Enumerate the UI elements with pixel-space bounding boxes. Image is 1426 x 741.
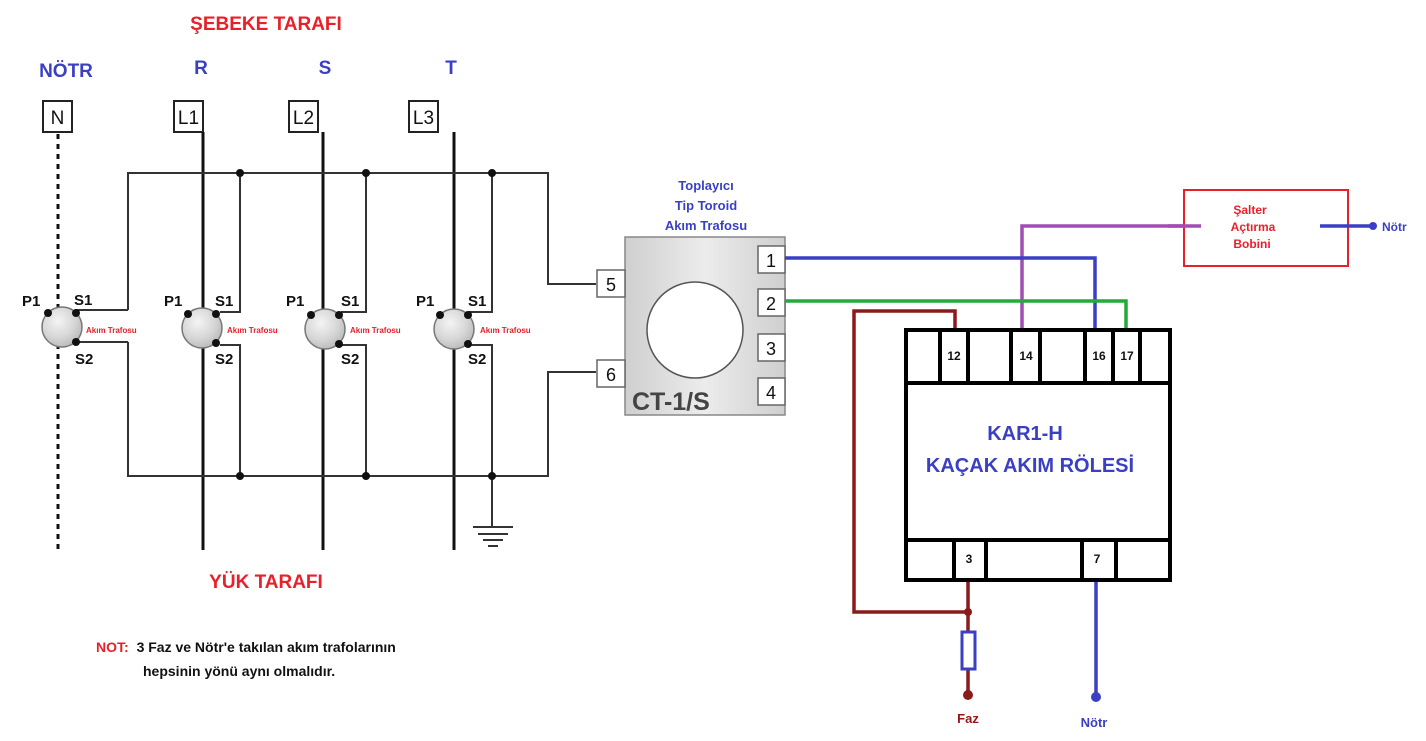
- terminal-l1: L1: [173, 100, 204, 133]
- ct-s2-label: S2: [215, 351, 233, 368]
- leakage-relay: 12 14 16 17 3 7 KAR1-H KAÇAK AKIM RÖLESİ: [904, 328, 1172, 582]
- ct-name-label: Akım Trafosu: [86, 326, 137, 335]
- phase-supply-terminal: [963, 690, 973, 700]
- terminal-l2-label: L2: [293, 108, 314, 129]
- neutral-supply-terminal: [1091, 692, 1101, 702]
- relay-terminal-12: 12: [947, 349, 961, 363]
- top-bus: [127, 172, 596, 310]
- ct-p1-label: P1: [164, 293, 182, 310]
- toroid-terminal-4: 4: [766, 383, 776, 403]
- load-side-title: YÜK TARAFI: [209, 572, 323, 593]
- relay-model-label: KAR1-H: [987, 423, 1063, 445]
- coil-label-line1: Şalter: [1233, 203, 1267, 217]
- ct-s1-label: S1: [74, 292, 92, 309]
- ct-phase-t: P1 S1 S2 Akım Trafosu: [416, 293, 531, 368]
- ct-phase-r: P1 S1 S2 Akım Trafosu: [164, 293, 278, 368]
- ct-name-label: Akım Trafosu: [350, 326, 401, 335]
- toroid-terminal-6: 6: [606, 365, 616, 385]
- ct-neutral: P1 S1 S2 Akım Trafosu: [22, 292, 137, 368]
- ct-body-icon: [433, 308, 475, 350]
- ct-body-icon: [41, 306, 83, 348]
- terminal-l2: L2: [288, 100, 319, 133]
- grid-side-title: ŞEBEKE TARAFI: [190, 14, 342, 35]
- phase-name-s: S: [319, 58, 332, 79]
- ct-s1-label: S1: [215, 293, 233, 310]
- ct-s1-label: S1: [468, 293, 486, 310]
- note-line1: NOT: 3 Faz ve Nötr'e takılan akım trafol…: [96, 639, 396, 655]
- ct-s2-label: S2: [75, 351, 93, 368]
- ct-wire-1-to-16: [785, 256, 1097, 330]
- ct-s2-label: S2: [341, 351, 359, 368]
- breaker-trip-coil: Şalter Açtırma Bobini Nötr: [1168, 189, 1407, 267]
- toroid-ct: Toplayıcı Tip Toroid Akım Trafosu CT-1/S…: [596, 178, 786, 416]
- coil-neutral-label: Nötr: [1382, 220, 1407, 234]
- relay-name-label: KAÇAK AKIM RÖLESİ: [926, 454, 1134, 477]
- toroid-caption-line3: Akım Trafosu: [665, 218, 747, 233]
- ct-name-label: Akım Trafosu: [227, 326, 278, 335]
- neutral-supply-label: Nötr: [1081, 715, 1108, 730]
- toroid-terminal-5: 5: [606, 275, 616, 295]
- ct-s2-label: S2: [468, 351, 486, 368]
- note-prefix: NOT:: [96, 639, 129, 655]
- phase-wire-12: [852, 309, 968, 614]
- coil-label-line3: Bobini: [1233, 237, 1270, 251]
- relay-terminal-14: 14: [1019, 349, 1033, 363]
- toroid-terminal-2: 2: [766, 294, 776, 314]
- relay-terminal-17: 17: [1120, 349, 1134, 363]
- relay-terminal-3: 3: [966, 552, 973, 566]
- ct-name-label: Akım Trafosu: [480, 326, 531, 335]
- phase-name-t: T: [445, 58, 457, 79]
- toroid-caption-line2: Tip Toroid: [675, 198, 737, 213]
- toroid-terminal-1: 1: [766, 251, 776, 271]
- ct-p1-label: P1: [416, 293, 434, 310]
- terminal-l3-label: L3: [413, 108, 434, 129]
- phase-name-neutral: NÖTR: [39, 61, 93, 82]
- ct-p1-label: P1: [286, 293, 304, 310]
- trip-wire-14: [1020, 224, 1190, 330]
- terminal-n: N: [42, 100, 73, 133]
- note-text-line1: 3 Faz ve Nötr'e takılan akım trafolarını…: [137, 639, 396, 655]
- toroid-terminal-3: 3: [766, 339, 776, 359]
- terminal-l1-label: L1: [178, 108, 199, 129]
- toroid-model-label: CT-1/S: [632, 388, 710, 416]
- terminal-n-label: N: [51, 108, 65, 129]
- fuse-icon: [960, 630, 977, 671]
- ground-icon: [473, 526, 513, 547]
- phase-name-r: R: [194, 58, 208, 79]
- note-line2: hepsinin yönü aynı olmalıdır.: [143, 663, 335, 679]
- ct-phase-s: P1 S1 S2 Akım Trafosu: [286, 293, 401, 368]
- phase-supply-label: Faz: [957, 711, 979, 726]
- toroid-hole-icon: [646, 281, 744, 379]
- toroid-caption-line1: Toplayıcı: [678, 178, 733, 193]
- ct-s1-label: S1: [341, 293, 359, 310]
- junction-dots: [236, 169, 496, 480]
- bottom-bus: [127, 342, 596, 477]
- terminal-l3: L3: [408, 100, 439, 133]
- ct-secondary-wiring: [75, 172, 596, 527]
- relay-terminal-7: 7: [1094, 552, 1101, 566]
- ct-wire-2-to-17: [785, 299, 1128, 330]
- ct-body-icon: [181, 307, 223, 349]
- relay-terminal-16: 16: [1092, 349, 1106, 363]
- ct-body-icon: [304, 308, 346, 350]
- coil-label-line2: Açtırma: [1231, 220, 1276, 234]
- phase-junction-dot: [964, 608, 972, 616]
- ct-p1-label: P1: [22, 293, 40, 310]
